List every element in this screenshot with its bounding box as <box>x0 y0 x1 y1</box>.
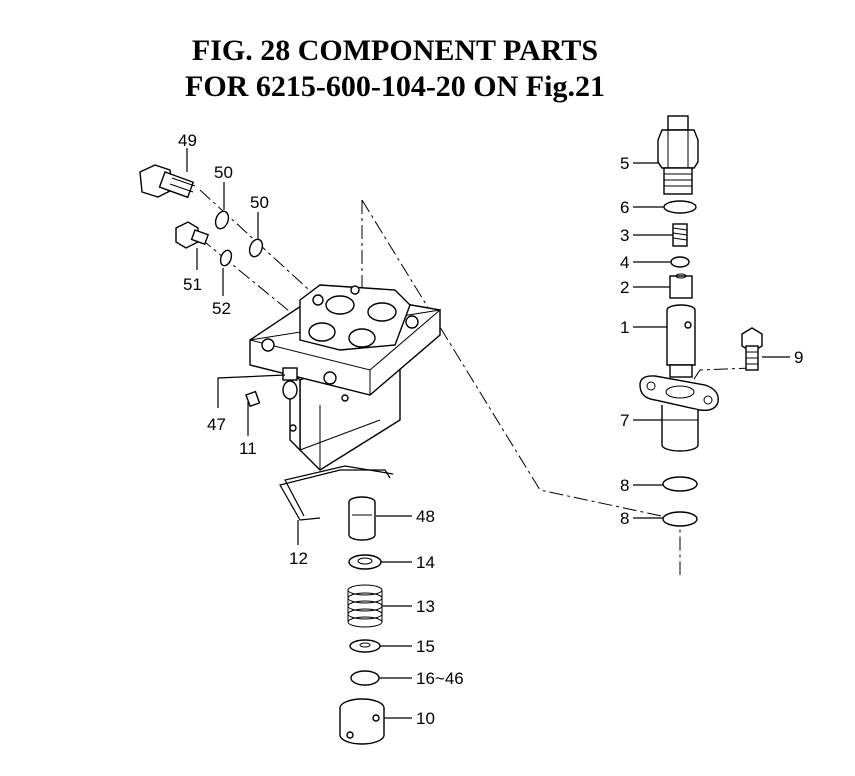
callout-16-46: 16~46 <box>416 669 464 688</box>
leader-lines <box>186 148 790 719</box>
fitting-47 <box>282 367 298 381</box>
callout-7: 7 <box>620 411 629 430</box>
callout-9: 9 <box>794 348 803 367</box>
pump-housing <box>249 284 442 471</box>
figure-title-line-1: FIG. 28 COMPONENT PARTS <box>191 34 599 67</box>
callout-50-a: 50 <box>214 163 233 182</box>
shim-16-46 <box>350 670 380 686</box>
figure-title-line-2: FOR 6215-600-104-20 ON Fig.21 <box>185 70 605 103</box>
wire-12-inner <box>284 465 394 517</box>
callout-11: 11 <box>239 439 257 458</box>
washer-50-b <box>248 238 264 258</box>
callout-1: 1 <box>620 318 629 337</box>
spring-seat-14 <box>348 554 382 570</box>
callout-14: 14 <box>416 553 435 572</box>
washer-50-a <box>214 210 230 230</box>
spring-3 <box>672 223 688 247</box>
callout-3: 3 <box>620 226 629 245</box>
valve-seat-1 <box>666 304 696 378</box>
callout-15: 15 <box>416 637 435 656</box>
flange-7 <box>639 375 719 452</box>
assembly-line-bolt-51 <box>199 237 301 321</box>
banjo-bolt-49 <box>139 164 196 199</box>
ring-4 <box>670 256 690 268</box>
sleeve-48 <box>348 496 376 541</box>
callout-49: 49 <box>178 131 197 150</box>
spring-13 <box>347 584 383 628</box>
callout-12: 12 <box>289 549 308 568</box>
valve-holder-5 <box>657 115 699 195</box>
plug-11 <box>245 390 261 408</box>
callout-51: 51 <box>183 275 202 294</box>
callout-4: 4 <box>620 253 629 272</box>
tappet-10 <box>339 698 385 745</box>
bolt-9 <box>741 327 763 371</box>
callout-8-a: 8 <box>620 476 629 495</box>
o-ring-8-a <box>662 476 698 492</box>
callout-5: 5 <box>620 154 629 173</box>
callout-52: 52 <box>212 299 231 318</box>
callout-50-b: 50 <box>250 193 269 212</box>
valve-2 <box>669 273 693 299</box>
bolt-51 <box>175 221 210 249</box>
washer-52 <box>219 249 233 267</box>
assembly-line-upper <box>361 199 681 575</box>
wire-12 <box>279 469 391 521</box>
callout-48: 48 <box>416 507 435 526</box>
callout-8-b: 8 <box>620 509 629 528</box>
o-ring-8-b <box>662 511 698 527</box>
callout-2: 2 <box>620 278 629 297</box>
callout-10: 10 <box>416 709 435 728</box>
callout-13: 13 <box>416 597 435 616</box>
gasket-6 <box>663 200 697 214</box>
callout-47: 47 <box>207 415 226 434</box>
callout-6: 6 <box>620 198 629 217</box>
spring-seat-15 <box>349 639 381 653</box>
